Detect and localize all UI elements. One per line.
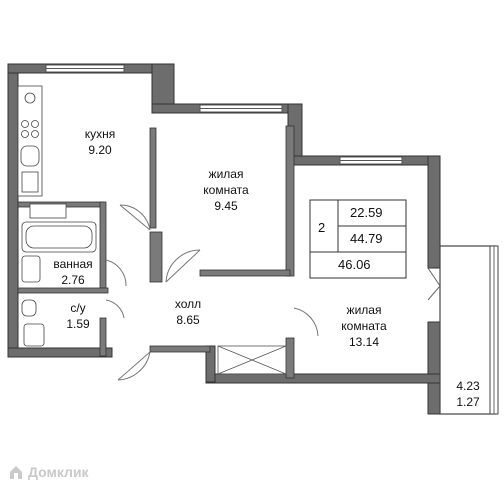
wall-right-lower: [427, 321, 441, 415]
watermark-text: Домклик: [28, 464, 89, 480]
door-living1: [165, 249, 201, 283]
wall-left: [7, 63, 19, 357]
wall-wc-hall: [99, 317, 107, 357]
house-logo-icon: [10, 466, 22, 479]
summary-box: [309, 199, 407, 279]
wc-basin-icon: [23, 323, 45, 347]
room-kitchen-name: кухня: [84, 127, 116, 141]
sink-icon: [20, 145, 40, 167]
room-living1-name-line1: жилая: [208, 167, 244, 181]
room-living1-name-line2: комната: [203, 183, 249, 197]
room-living2-name-line1: жилая: [346, 303, 382, 317]
wall-hall-bottom: [149, 345, 211, 353]
watermark: Домклик: [8, 464, 89, 480]
balcony-area-full: 4.23: [456, 379, 480, 393]
wall-bath-wc: [17, 287, 109, 294]
summary-rooms-count: 2: [318, 220, 326, 235]
room-bathroom: ванная 2.76: [50, 256, 96, 288]
wall-right-upper: [427, 155, 441, 269]
interior-walls: [17, 125, 295, 379]
wall-kitchen-living1: [149, 127, 157, 229]
stove-burner-icon: [31, 120, 39, 128]
room-wc: с/у 1.59: [60, 300, 96, 332]
wall-bottom-right: [205, 373, 441, 384]
room-hall-area: 8.65: [176, 313, 200, 327]
room-living2: жилая комната 13.14: [334, 302, 394, 350]
summary-living-area: 22.59: [350, 205, 383, 220]
room-hall: холл 8.65: [168, 296, 208, 328]
washbasin-icon: [21, 255, 41, 283]
balcony-label: 4.23 1.27: [448, 378, 488, 410]
door-living2: [293, 307, 319, 337]
door-bathroom: [105, 259, 127, 287]
wall-bottom-left: [7, 347, 113, 358]
room-hall-name: холл: [174, 297, 202, 311]
fridge-snowflake-icon: [24, 92, 36, 104]
room-bathroom-area: 2.76: [61, 273, 85, 287]
kitchen-fixtures: [17, 85, 43, 197]
room-wc-area: 1.59: [66, 317, 90, 331]
room-living2-area: 13.14: [348, 335, 380, 349]
door-wc: [105, 299, 125, 319]
stove-burner-icon: [31, 130, 39, 138]
door-entrance: [117, 351, 151, 381]
dishwasher-icon: [21, 171, 39, 193]
toilet-icon: [21, 299, 37, 317]
wall-hall-living2: [285, 337, 295, 379]
room-kitchen-area: 9.20: [88, 143, 112, 157]
balcony: [427, 245, 499, 415]
doors: [105, 204, 319, 381]
wall-kitchen-hall: [149, 231, 163, 283]
balcony-door: [427, 267, 441, 301]
wall-living1-living2: [285, 125, 295, 277]
room-living1-area: 9.45: [214, 199, 238, 213]
door-kitchen: [119, 204, 151, 231]
bath-fixtures: [21, 203, 97, 347]
summary-kitchen-area: 44.79: [350, 231, 383, 246]
room-bathroom-name: ванная: [53, 257, 93, 271]
room-living2-name-line2: комната: [341, 319, 387, 333]
wall-living1-bottom: [199, 269, 291, 277]
stove-burner-icon: [21, 120, 29, 128]
wall-bath-hall: [99, 201, 107, 289]
room-wc-name: с/у: [70, 301, 86, 315]
washing-machine-icon: [29, 203, 67, 219]
summary-total-area: 46.06: [338, 257, 371, 272]
wardrobe: [217, 345, 287, 375]
windows: [45, 64, 403, 165]
stove-burner-icon: [21, 130, 29, 138]
room-living1: жилая комната 9.45: [196, 166, 256, 214]
balcony-area-reduced: 1.27: [456, 395, 480, 409]
balcony-outline: [439, 245, 497, 415]
wall-bottom-step: [205, 345, 216, 383]
room-kitchen: кухня 9.20: [78, 126, 122, 158]
